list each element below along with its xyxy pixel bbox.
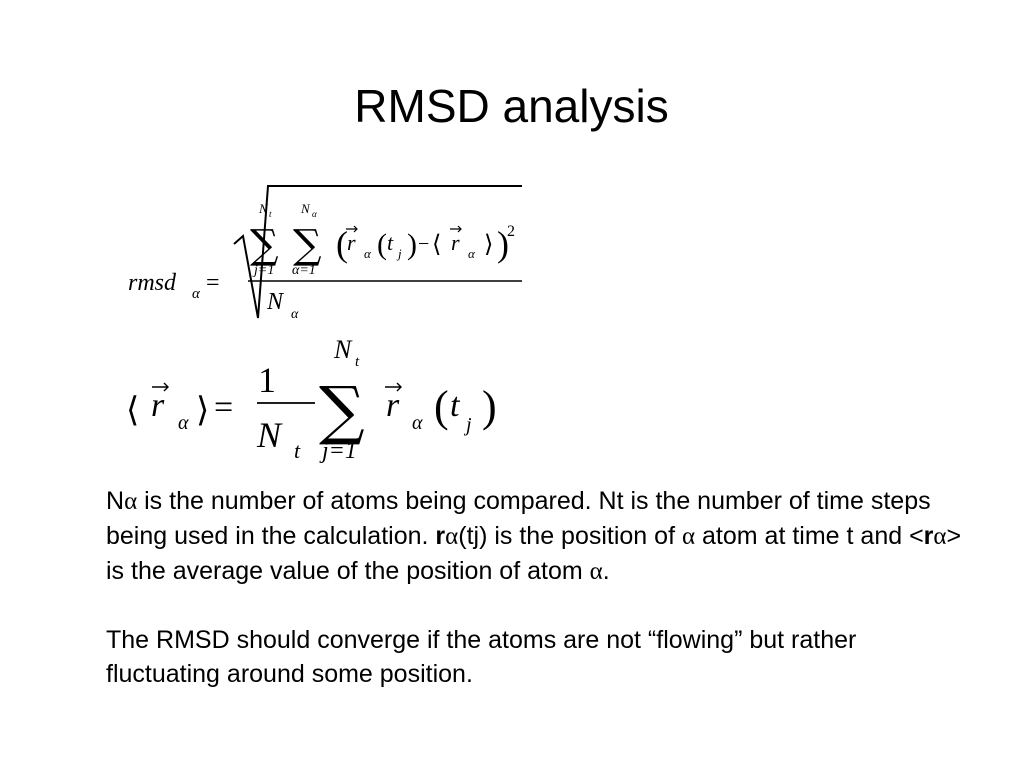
rmsd-equation: rmsd α = N t ∑ j=1 N α ∑ α=1 ( r α ( t j… [128, 185, 522, 322]
convergence-paragraph: The RMSD should converge if the atoms ar… [106, 626, 857, 688]
eq1-denominator-sub: α [291, 307, 299, 322]
average-position-equation: ⟨ r α ⟩ = 1 N t N t ∑ j=1 r α ( t j ) [126, 335, 497, 464]
n-alpha-n: N [106, 487, 125, 515]
eq1-sum2-lower: α=1 [292, 263, 316, 278]
alpha-symbol: α [445, 523, 459, 550]
definition-text-4: > is the average value of the position o… [106, 522, 962, 585]
eq1-r2-sub: α [468, 246, 476, 261]
sigma3-symbol: ∑ [319, 374, 365, 448]
eq1-minus: − [418, 233, 429, 255]
eq1-t-sub: j [396, 246, 402, 261]
alpha-symbol: α [681, 523, 696, 550]
bold-r: r [435, 522, 446, 550]
eq2-denominator-sub: t [294, 438, 301, 463]
eq2-r: r [386, 387, 400, 424]
eq1-r: r [347, 230, 356, 255]
eq1-sum1-lower: j=1 [252, 263, 274, 278]
slide-title: RMSD analysis [354, 80, 669, 132]
eq1-rangle: ⟩ [484, 230, 493, 258]
eq2-equals: = [214, 389, 233, 426]
eq2-sum-upper: N [333, 335, 353, 364]
explanation-text: Nα is the number of atoms being compared… [106, 484, 966, 691]
eq2-close-paren: ) [482, 382, 497, 431]
bold-r: r [923, 522, 934, 550]
eq1-sum2-upper: N [300, 201, 311, 216]
eq1-langle: ⟨ [432, 230, 441, 258]
definition-text-3: atom at time t and < [695, 522, 924, 550]
eq1-sum1-upper: N [258, 201, 269, 216]
eq1-inner-open-paren: ( [377, 228, 387, 261]
eq2-rangle: ⟩ [196, 390, 209, 430]
eq2-lhs-r: r [151, 387, 165, 424]
eq1-equals: = [206, 270, 220, 296]
alpha-symbol: α [933, 523, 947, 550]
vector-arrow-1 [346, 225, 358, 233]
eq2-denominator: N [256, 415, 283, 455]
eq1-r-sub: α [364, 246, 372, 261]
eq1-sum1-upper-sub: t [269, 209, 272, 219]
eq2-t-sub: j [463, 414, 472, 436]
vector-arrow-3 [152, 382, 169, 392]
eq1-inner-close-paren: ) [407, 228, 417, 261]
definition-text-5: . [602, 557, 610, 585]
eq1-t: t [387, 230, 394, 255]
eq2-lhs-sub: α [178, 412, 189, 434]
eq2-numerator: 1 [258, 360, 276, 400]
eq2-t: t [450, 387, 461, 424]
eq1-r2: r [451, 230, 460, 255]
sigma1-symbol: ∑ [250, 222, 279, 268]
eq2-langle: ⟨ [126, 390, 139, 430]
definition-text-1: is the number of atoms being compared. N… [106, 487, 931, 550]
eq2-open-paren: ( [434, 382, 449, 431]
eq1-exponent: 2 [507, 223, 515, 240]
eq1-lhs-sub: α [192, 286, 201, 302]
eq2-sum-lower: j=1 [319, 438, 357, 464]
vector-arrow-4 [385, 382, 402, 392]
definition-paragraph: Nα is the number of atoms being compared… [106, 484, 966, 589]
sigma2-symbol: ∑ [293, 222, 322, 268]
eq1-close-paren: ) [497, 224, 509, 264]
eq1-open-paren: ( [336, 224, 348, 264]
definition-text-2: (tj) is the position of [458, 522, 682, 550]
eq2-sum-upper-sub: t [355, 354, 360, 370]
eq1-denominator: N [266, 289, 285, 315]
radical-sign [233, 185, 522, 319]
eq1-lhs-var: rmsd [128, 270, 177, 296]
eq1-sum2-upper-sub: α [312, 209, 317, 219]
alpha-symbol: α [124, 488, 138, 515]
eq2-r-sub: α [412, 412, 423, 434]
vector-arrow-2 [450, 225, 462, 233]
alpha-symbol: α [589, 558, 603, 585]
